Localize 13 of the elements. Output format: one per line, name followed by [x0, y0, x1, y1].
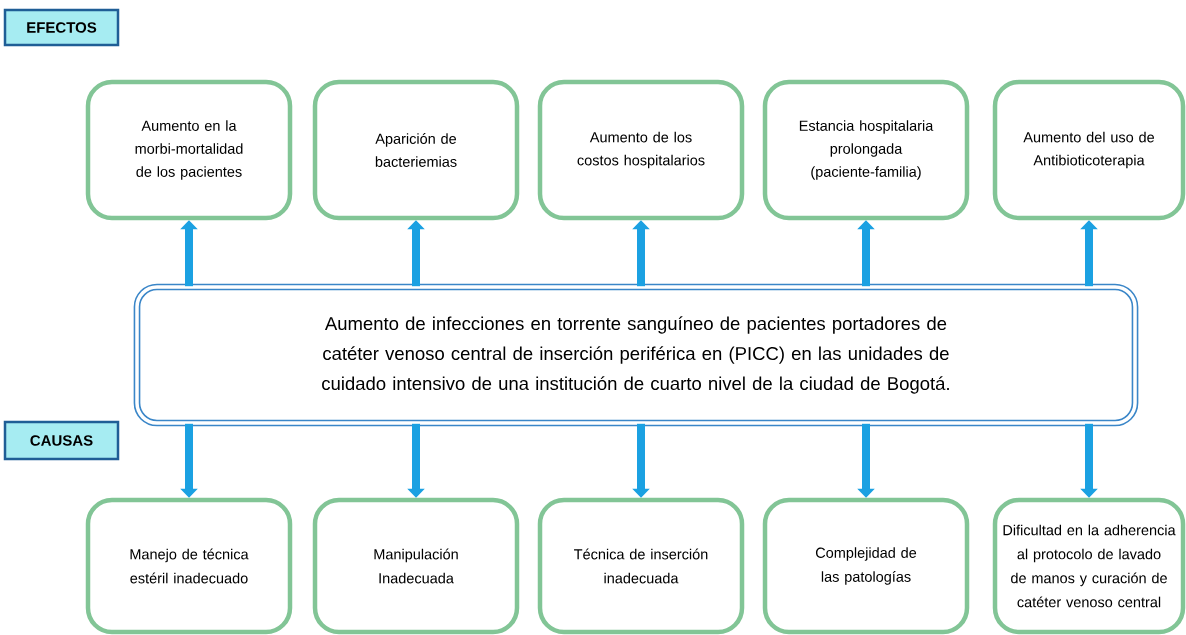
effect-box: Aumento del uso de Antibioticoterapia	[992, 79, 1186, 221]
effect-box: Aparición de bacteriemias	[312, 79, 520, 221]
problem-box: Aumento de infecciones en torrente sanguíneo de pacientes portadores de catéter venoso central de inserción periférica en (PICC) en las unidades de cuidado intensivo de una institución de cuarto nivel de la ciudad de Bogotá.	[133, 283, 1139, 427]
section-label: EFECTOS	[3, 8, 120, 47]
cause-box: Técnica de inserción inadecuada	[537, 497, 745, 635]
cause-box: Manejo de técnica estéril inadecuado	[85, 497, 293, 635]
section-label: CAUSAS	[3, 420, 120, 461]
cause-box: Dificultad en la adherencia al protocolo de lavado de manos y curación de catéter venoso central	[992, 497, 1186, 635]
cause-box: Complejidad de las patologías	[762, 497, 970, 635]
cause-box: Manipulación Inadecuada	[312, 497, 520, 635]
effect-box: Aumento de los costos hospitalarios	[537, 79, 745, 221]
effect-box: Aumento en la morbi-mortalidad de los pacientes	[85, 79, 293, 221]
effect-box: Estancia hospitalaria prolongada (paciente-familia)	[762, 79, 970, 221]
